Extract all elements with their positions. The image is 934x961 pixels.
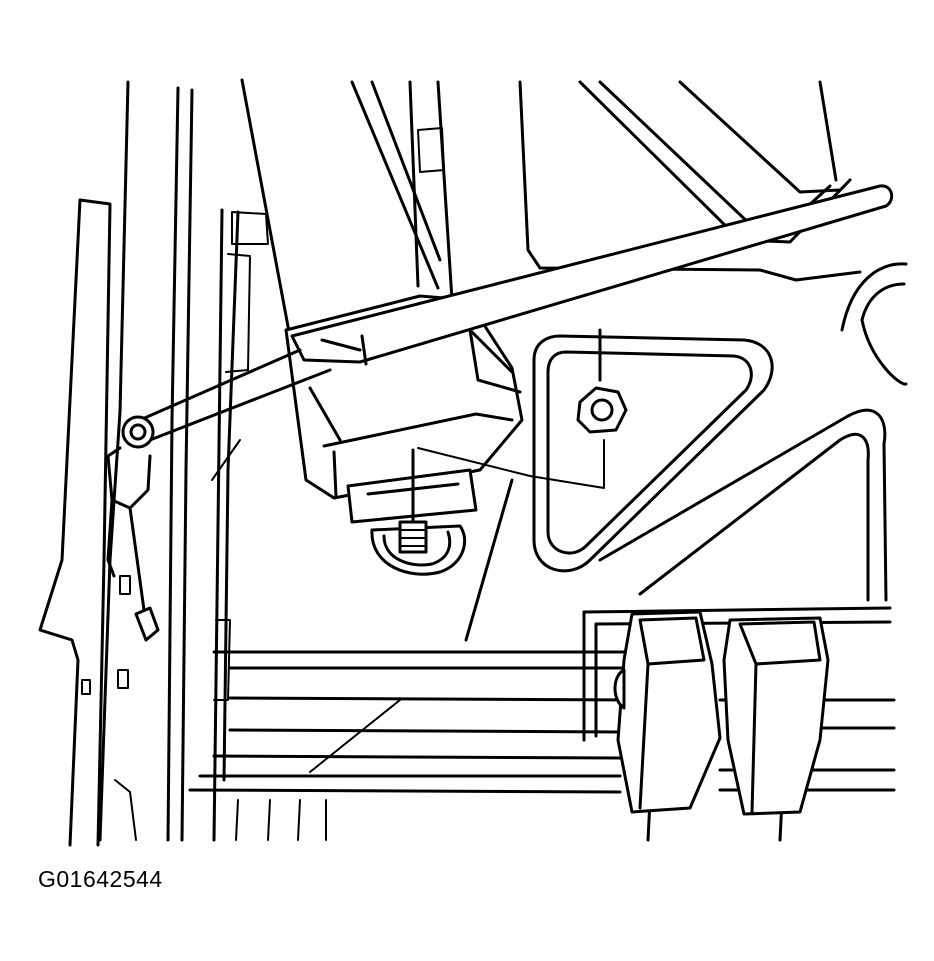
bottom-stubs (235, 799, 327, 841)
actuator-bolt (398, 448, 428, 554)
figure-code: G01642544 (38, 866, 163, 892)
inner-panel-rails (211, 78, 300, 842)
actuator-rod (121, 184, 894, 449)
latch-linkage (106, 446, 160, 642)
lower-crossbar (188, 606, 896, 842)
triangular-cutout (532, 334, 774, 573)
lower-braces (464, 408, 888, 642)
electrical-connector-left (613, 610, 722, 814)
mounting-nut (576, 328, 628, 434)
electrical-connector-right (722, 616, 830, 816)
leader-lines (417, 439, 605, 489)
left-door-frame (38, 80, 194, 847)
